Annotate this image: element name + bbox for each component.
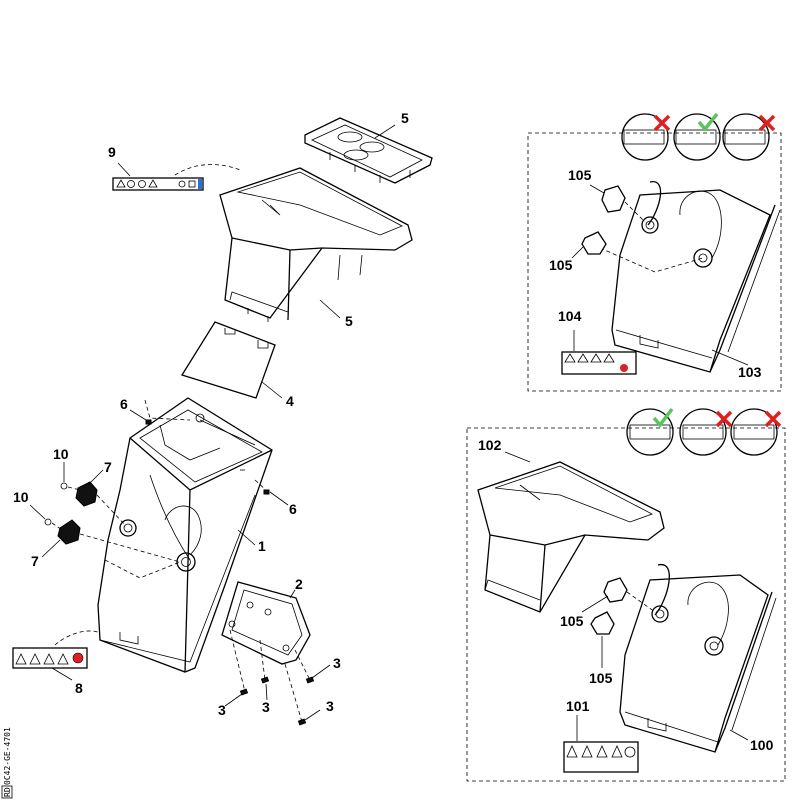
- decal-variant-2: [673, 113, 721, 161]
- check-icon: [652, 407, 674, 428]
- drawing-reference: 0C42-GE-4701 RD: [1, 727, 13, 799]
- callout-103: 103: [738, 364, 762, 380]
- callout-7: 7: [104, 459, 112, 475]
- part-1-console-body: [97, 397, 273, 673]
- part-3-screws: [229, 629, 315, 726]
- part-4-cover-plate: [181, 321, 276, 399]
- decal-variant-2: [679, 408, 727, 456]
- callout-3: 3: [218, 702, 226, 718]
- cross-icon: [758, 114, 776, 132]
- callout-6: 6: [120, 396, 128, 412]
- part-7-knobs: [57, 481, 181, 579]
- callout-102: 102: [478, 437, 502, 453]
- callout-7: 7: [31, 553, 39, 569]
- callout-8: 8: [75, 680, 83, 696]
- option-box-100: [466, 407, 786, 782]
- callout-105: 105: [549, 257, 573, 273]
- cross-icon: [764, 410, 782, 428]
- part-5-console-housing: [219, 167, 413, 322]
- part-10-washers: [44, 482, 81, 531]
- decal-variant-3: [722, 113, 770, 161]
- callout-100: 100: [750, 737, 774, 753]
- callout-1: 1: [258, 538, 266, 554]
- callout-105: 105: [568, 167, 592, 183]
- part-9-decal: [112, 164, 241, 191]
- decal-variant-1: [626, 408, 674, 456]
- check-icon: [697, 112, 719, 132]
- callout-105: 105: [560, 613, 584, 629]
- leader-lines: [29, 124, 749, 741]
- option-box-103: [527, 112, 782, 392]
- callout-2: 2: [295, 576, 303, 592]
- callout-5: 5: [401, 110, 409, 126]
- cross-icon: [715, 410, 733, 428]
- part-5-tray: [304, 117, 433, 184]
- callout-10: 10: [53, 446, 69, 462]
- drawing-code: 0C42-GE-4701: [3, 727, 12, 785]
- part-2-bracket: [221, 581, 311, 665]
- callout-10: 10: [13, 489, 29, 505]
- callout-101: 101: [566, 698, 590, 714]
- callout-3: 3: [262, 699, 270, 715]
- callout-9: 9: [108, 144, 116, 160]
- decal-variant-3: [730, 408, 778, 456]
- callout-4: 4: [286, 393, 294, 409]
- callout-6: 6: [289, 501, 297, 517]
- callout-104: 104: [558, 308, 582, 324]
- callout-5: 5: [345, 313, 353, 329]
- callout-105: 105: [589, 670, 613, 686]
- decal-variant-1: [621, 113, 669, 161]
- callout-3: 3: [333, 655, 341, 671]
- cross-icon: [653, 114, 671, 132]
- drawing-box-code: RD: [3, 787, 12, 797]
- part-8-decal: [12, 630, 101, 669]
- callouts: 1 2 3 3 3 3 4 5 5 6 6 7 7 8 9 10 10 100 …: [13, 110, 774, 753]
- part-6-screws: [144, 399, 270, 495]
- callout-3: 3: [326, 698, 334, 714]
